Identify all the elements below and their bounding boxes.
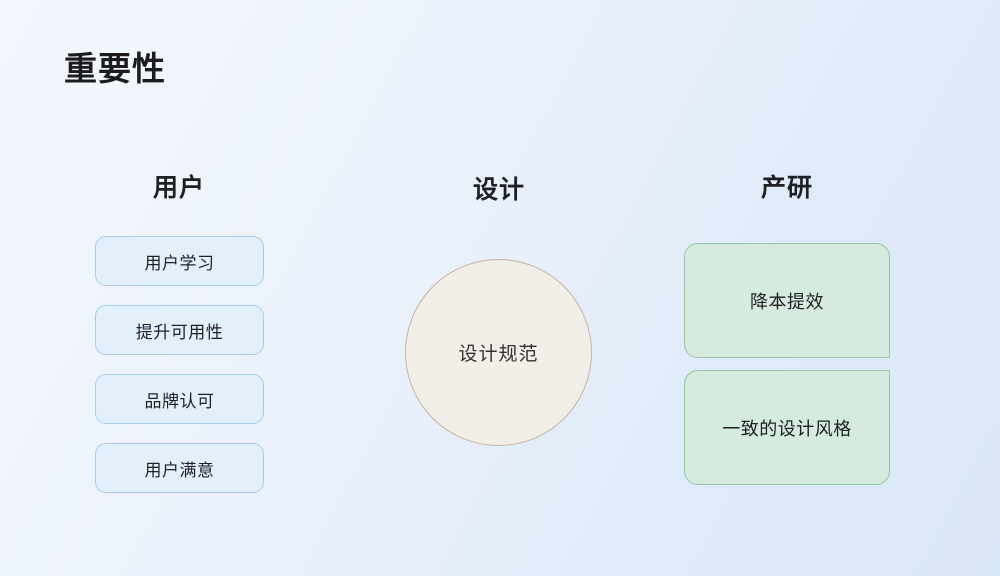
list-item[interactable]: 品牌认可 (95, 374, 264, 424)
rd-benefit-list: 降本提效 一致的设计风格 (684, 243, 890, 485)
column-heading-design: 设计 (472, 176, 526, 204)
list-item[interactable]: 提升可用性 (95, 305, 264, 355)
list-item[interactable]: 用户学习 (95, 236, 264, 286)
list-item[interactable]: 用户满意 (95, 443, 264, 493)
user-benefit-list: 用户学习 提升可用性 品牌认可 用户满意 (95, 236, 264, 493)
column-heading-rd: 产研 (760, 174, 814, 202)
column-heading-user: 用户 (152, 174, 206, 202)
design-system-circle[interactable]: 设计规范 (405, 259, 592, 446)
list-item[interactable]: 一致的设计风格 (684, 370, 890, 485)
page-title: 重要性 (64, 50, 166, 87)
list-item[interactable]: 降本提效 (684, 243, 890, 358)
